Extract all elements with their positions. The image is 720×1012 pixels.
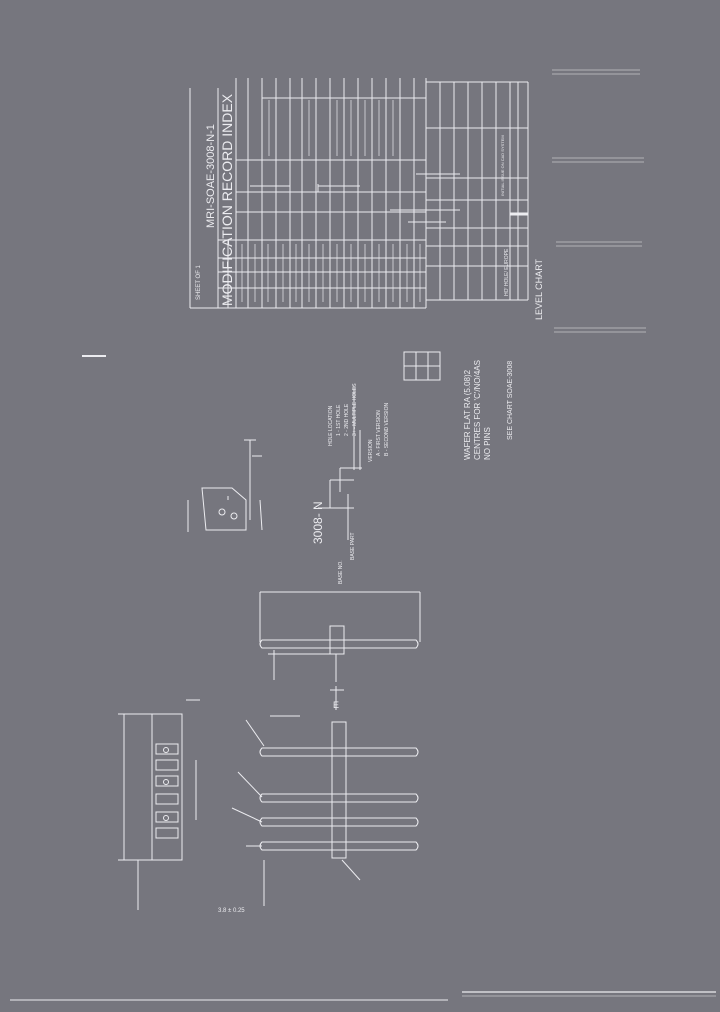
option-legend — [318, 351, 441, 540]
option-code-4: 3+ - MULTIPLE HOLES — [352, 383, 358, 436]
level-chart-entry-1: HO' HOLE/ EUROPE — [504, 248, 510, 296]
description-line-1: WAFER FLAT RA (5.08)2 — [463, 369, 472, 460]
level-chart-entry-2: INITIAL ISSUE ON CAD SYSTEM — [500, 135, 505, 196]
section-label: E — [333, 700, 339, 710]
description-line-2: CENTRES FOR 'C'/NO/4AS — [473, 360, 482, 460]
mri-index: MRI-SOAE-3008-N-1 — [205, 124, 217, 228]
option-code-2: 1 - 1ST HOLE — [336, 404, 342, 436]
level-chart-title: LEVEL CHART — [534, 258, 544, 320]
inset-detail — [187, 439, 263, 532]
index-title: MODIFICATION RECORD INDEX — [219, 93, 235, 306]
option-code-5: VERSION — [368, 439, 374, 462]
sheet-label: SHEET OF 1 — [196, 264, 202, 300]
option-code-6: A - FIRST VERSION — [376, 410, 382, 456]
base-part-label: BASE NO. — [338, 560, 344, 584]
top-view-pins — [259, 591, 421, 710]
part-code: 3008- N — [311, 501, 325, 544]
description-line-3: NO PINS — [483, 427, 492, 460]
bottom-dimension: 3.8 ± 0.25 — [218, 908, 245, 914]
revision-notes — [552, 69, 646, 333]
option-code-1: HOLE LOCATION — [328, 405, 334, 446]
level-chart — [425, 81, 529, 301]
option-code-3: 2 - 2ND HOLE — [344, 403, 350, 436]
side-view-pins — [231, 715, 419, 906]
option-code-7: B - SECOND VERSION — [384, 403, 390, 456]
level-chart-ref: SEE CHART SOAE-3008 — [507, 361, 514, 440]
end-view-connector — [118, 699, 200, 910]
base-part-desc: BASE PART — [350, 532, 356, 560]
